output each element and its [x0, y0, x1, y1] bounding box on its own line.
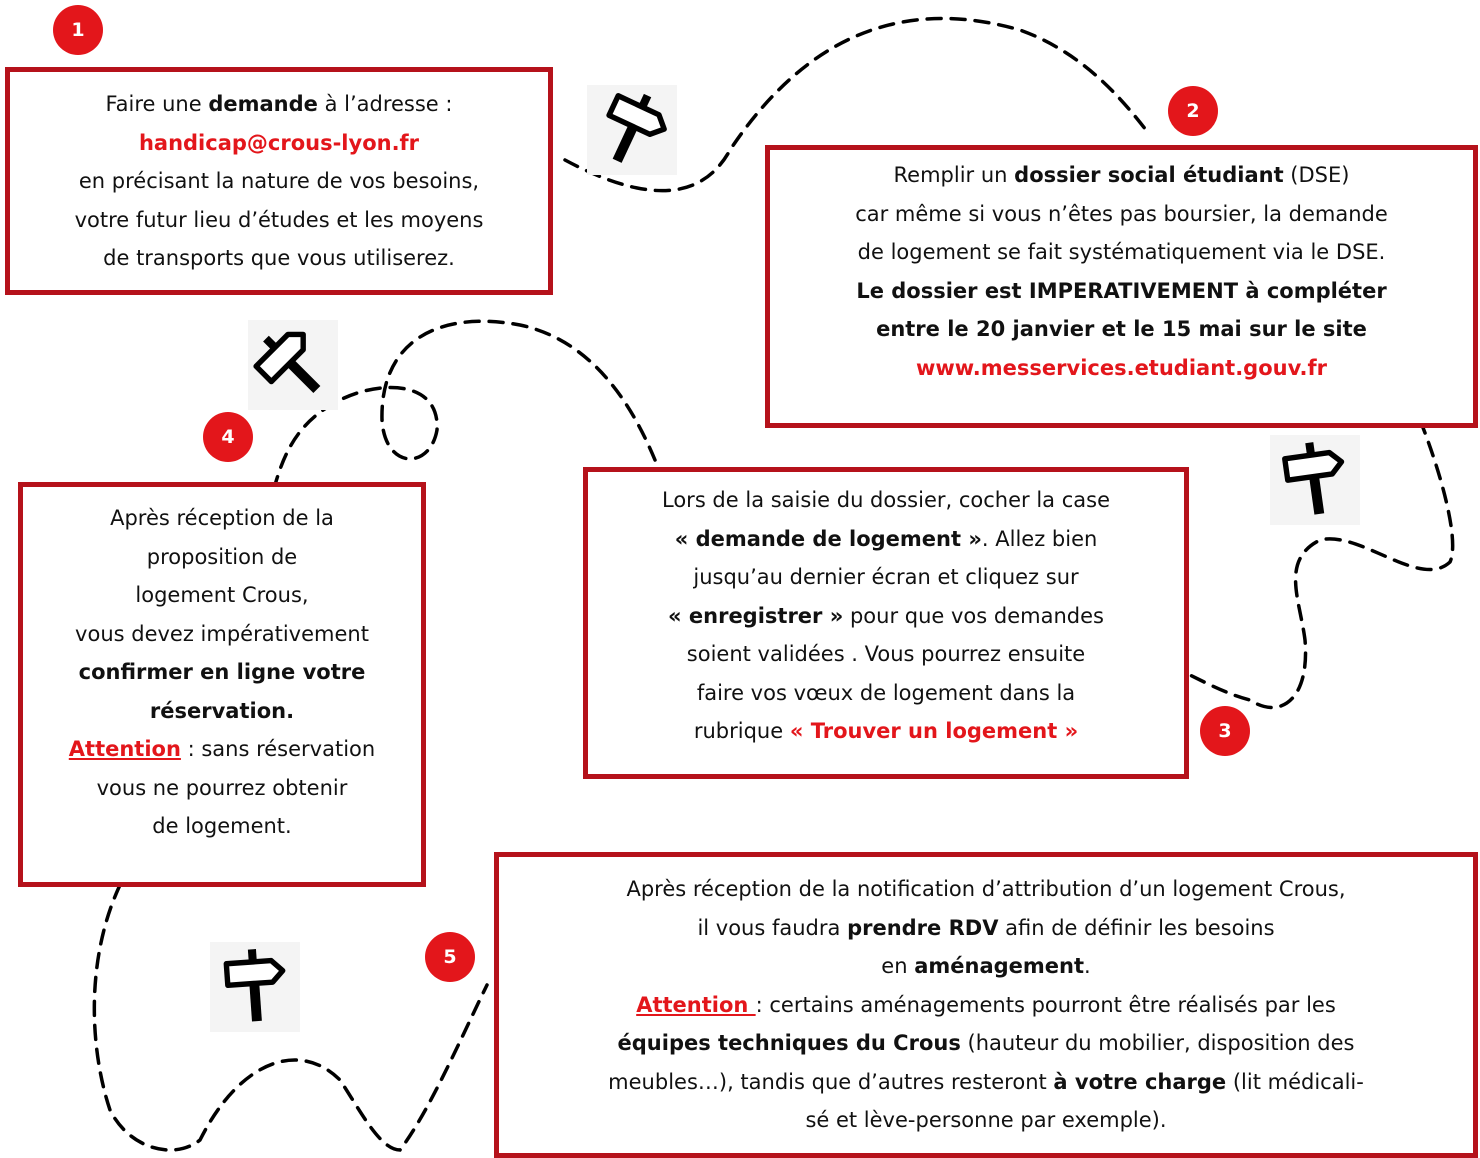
- text-segment: Remplir un: [893, 163, 1015, 187]
- text-segment: faire vos vœux de logement dans la: [696, 680, 1076, 705]
- text-segment: « demande de logement »: [674, 526, 982, 551]
- step-line: Lors de la saisie du dossier, cocher la …: [588, 481, 1184, 520]
- signpost-icon: [210, 942, 300, 1032]
- text-segment: en: [881, 954, 915, 978]
- text-segment: demande: [208, 92, 318, 116]
- step-line: car même si vous n’êtes pas boursier, la…: [770, 195, 1473, 234]
- step-line: jusqu’au dernier écran et cliquez sur: [588, 558, 1184, 597]
- step-line: meubles…), tandis que d’autres resteront…: [499, 1063, 1473, 1102]
- text-segment: équipes techniques du Crous: [617, 1031, 961, 1055]
- step-3-number: 3: [1200, 706, 1250, 756]
- step-1-box: Faire une demande à l’adresse : handicap@…: [5, 67, 553, 295]
- text-segment: en précisant la nature de vos besoins,: [78, 169, 480, 193]
- text-segment: rubrique: [693, 719, 790, 743]
- step-line: équipes techniques du Crous (hauteur du …: [499, 1024, 1473, 1063]
- text-segment: de logement se fait systématiquement via…: [857, 240, 1386, 264]
- step-2-box: Remplir un dossier social étudiant (DSE)…: [765, 145, 1478, 428]
- text-segment: Attention: [68, 737, 181, 761]
- step-5-number: 5: [425, 932, 475, 982]
- step-line: proposition de: [23, 538, 421, 577]
- text-segment: .: [1084, 954, 1091, 978]
- text-segment: Le dossier est IMPERATIVEMENT à compléte…: [856, 278, 1387, 303]
- text-segment: : sans réservation: [180, 737, 376, 761]
- text-segment: handicap@crous-lyon.fr: [138, 130, 420, 155]
- step-3-box: Lors de la saisie du dossier, cocher la …: [583, 467, 1189, 779]
- step-line: Attention : sans réservation: [23, 730, 421, 769]
- step-5-box: Après réception de la notification d’att…: [494, 852, 1478, 1158]
- text-segment: il vous faudra: [697, 915, 848, 940]
- text-segment: Faire une: [105, 92, 209, 116]
- text-segment: soient validées . Vous pourrez ensuite: [686, 642, 1086, 666]
- step-line: Faire une demande à l’adresse :: [10, 85, 548, 124]
- text-segment: meubles…), tandis que d’autres resteront: [608, 1069, 1054, 1094]
- text-segment: confirmer en ligne votre: [78, 660, 366, 684]
- text-segment: logement Crous,: [135, 583, 309, 607]
- step-line: Remplir un dossier social étudiant (DSE): [770, 156, 1473, 195]
- step-line: Le dossier est IMPERATIVEMENT à compléte…: [770, 272, 1473, 311]
- text-segment: (DSE): [1283, 163, 1350, 187]
- step-line: entre le 20 janvier et le 15 mai sur le …: [770, 310, 1473, 349]
- signpost-icon: [587, 85, 677, 175]
- text-segment: entre le 20 janvier et le 15 mai sur le …: [876, 317, 1367, 341]
- step-line: en aménagement.: [499, 947, 1473, 986]
- text-segment: Lors de la saisie du dossier, cocher la …: [662, 488, 1110, 512]
- step-line: vous devez impérativement: [23, 615, 421, 654]
- step-line: Attention : certains aménagements pourro…: [499, 986, 1473, 1025]
- text-segment: afin de définir les besoins: [998, 915, 1275, 940]
- text-segment: sé et lève-personne par exemple).: [805, 1108, 1167, 1132]
- step-line: vous ne pourrez obtenir: [23, 769, 421, 808]
- step-line: de logement se fait systématiquement via…: [770, 233, 1473, 272]
- step-line: logement Crous,: [23, 576, 421, 615]
- text-segment: pour que vos demandes: [843, 603, 1104, 628]
- text-segment: votre futur lieu d’études et les moyens: [74, 207, 484, 232]
- text-segment: Après réception de la: [110, 506, 334, 530]
- step-line: faire vos vœux de logement dans la: [588, 674, 1184, 713]
- step-line: soient validées . Vous pourrez ensuite: [588, 635, 1184, 674]
- signpost-icon: [248, 320, 338, 410]
- text-segment: de transports que vous utiliserez.: [103, 246, 455, 270]
- step-line: en précisant la nature de vos besoins,: [10, 162, 548, 201]
- text-segment: proposition de: [146, 544, 298, 569]
- step-line: de transports que vous utiliserez.: [10, 239, 548, 278]
- step-2-number: 2: [1168, 86, 1218, 136]
- text-segment: . Allez bien: [981, 526, 1098, 551]
- step-line: « enregistrer » pour que vos demandes: [588, 597, 1184, 636]
- step-4-number: 4: [203, 412, 253, 462]
- step-4-box: Après réception de la proposition de logem…: [18, 482, 426, 887]
- step-1-number: 1: [53, 5, 103, 55]
- text-segment: « Trouver un logement »: [789, 719, 1079, 743]
- text-segment: réservation.: [149, 698, 295, 723]
- text-segment: dossier social étudiant: [1014, 163, 1284, 187]
- step-line: « demande de logement ». Allez bien: [588, 520, 1184, 559]
- text-segment: à l’adresse :: [317, 92, 453, 116]
- text-segment: à votre charge: [1053, 1069, 1227, 1094]
- text-segment: Attention: [636, 992, 756, 1017]
- step-line: sé et lève-personne par exemple).: [499, 1101, 1473, 1140]
- text-segment: Après réception de la notification d’att…: [626, 877, 1346, 901]
- step-line: Après réception de la: [23, 499, 421, 538]
- text-segment: jusqu’au dernier écran et cliquez sur: [693, 565, 1079, 589]
- text-segment: de logement.: [152, 814, 292, 838]
- step-line: réservation.: [23, 692, 421, 731]
- text-segment: www.messervices.etudiant.gouv.fr: [915, 355, 1328, 380]
- step-line: rubrique « Trouver un logement »: [588, 712, 1184, 751]
- step-line: de logement.: [23, 807, 421, 846]
- step-line: handicap@crous-lyon.fr: [10, 124, 548, 163]
- step-line: www.messervices.etudiant.gouv.fr: [770, 349, 1473, 388]
- text-segment: : certains aménagements pourront être ré…: [755, 992, 1336, 1017]
- step-line: il vous faudra prendre RDV afin de défin…: [499, 909, 1473, 948]
- text-segment: « enregistrer »: [668, 603, 844, 628]
- text-segment: prendre RDV: [847, 915, 999, 940]
- text-segment: aménagement: [914, 954, 1085, 978]
- text-segment: (hauteur du mobilier, disposition des: [960, 1031, 1355, 1055]
- step-line: Après réception de la notification d’att…: [499, 870, 1473, 909]
- step-line: confirmer en ligne votre: [23, 653, 421, 692]
- signpost-icon: [1270, 435, 1360, 525]
- text-segment: vous ne pourrez obtenir: [96, 775, 348, 800]
- text-segment: vous devez impérativement: [75, 621, 369, 646]
- text-segment: (lit médicali-: [1226, 1069, 1364, 1094]
- step-line: votre futur lieu d’études et les moyens: [10, 201, 548, 240]
- text-segment: car même si vous n’êtes pas boursier, la…: [855, 201, 1388, 226]
